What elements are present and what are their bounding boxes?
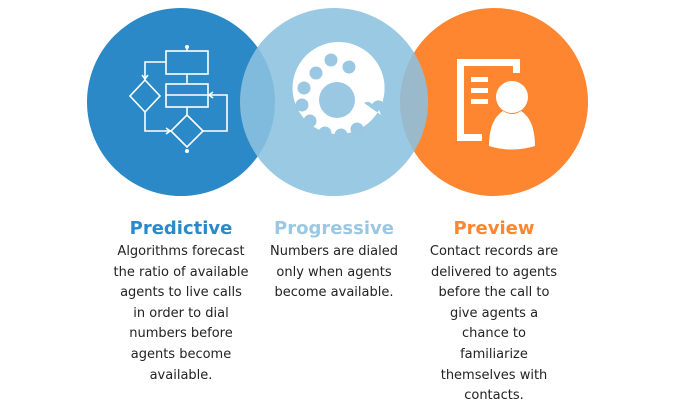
venn-circles: [87, 8, 588, 196]
predictive-circle: [87, 8, 275, 196]
progressive-description: Numbers are dialed only when agents beco…: [270, 244, 398, 301]
flowchart-icon: [128, 45, 228, 153]
progressive-title: Progressive: [274, 218, 394, 239]
preview-title: Preview: [453, 218, 535, 239]
preview-description: Contact records are delivered to agents …: [429, 244, 559, 404]
progressive-column: Progressive Numbers are dialed only when…: [249, 216, 419, 304]
preview-column: Preview Contact records are delivered to…: [409, 216, 579, 407]
rotary-dial-icon: [292, 42, 385, 142]
predictive-title: Predictive: [129, 218, 233, 239]
contact-record-icon: [457, 59, 535, 150]
predictive-description: Algorithms forecast the ratio of availab…: [113, 244, 249, 383]
predictive-column: Predictive Algorithms forecast the ratio…: [96, 216, 266, 386]
